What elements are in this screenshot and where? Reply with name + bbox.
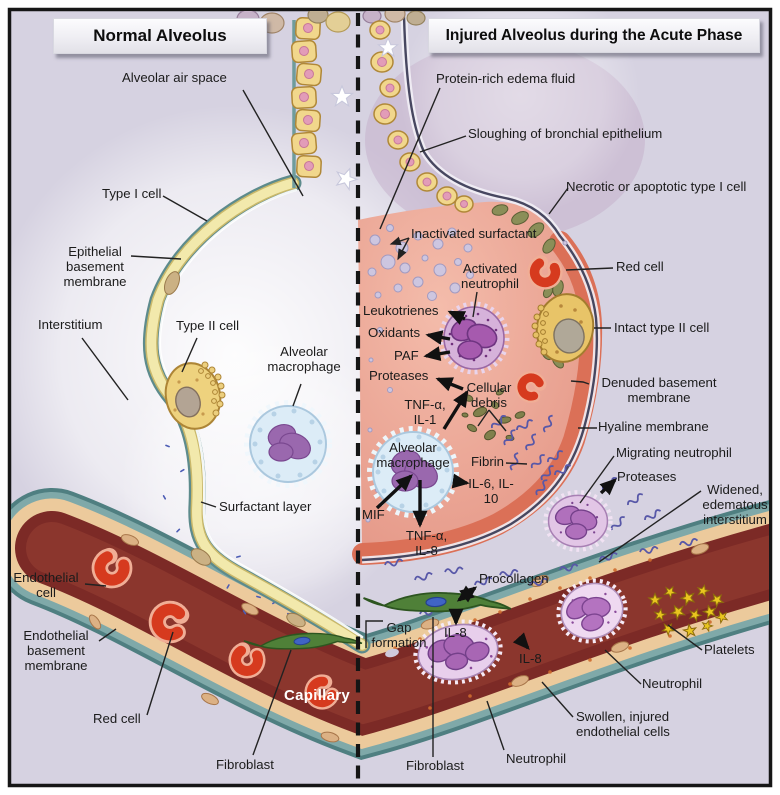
label-oxidants: Oxidants <box>368 325 421 340</box>
intact-type-ii-cell <box>531 293 595 363</box>
label-platelets: Platelets <box>704 642 755 657</box>
label-procollagen: Procollagen <box>479 571 549 586</box>
label-migrating-neutrophil: Migrating neutrophil <box>616 445 732 460</box>
label-swollen-endothelial-cells: Swollen, injured endothelial cells <box>576 709 670 739</box>
denuded-basement-membrane-line <box>361 15 599 562</box>
label-fibrin: Fibrin <box>471 454 504 469</box>
label-type-ii-cell: Type II cell <box>176 318 240 333</box>
migrating-neutrophil-cell <box>543 490 613 552</box>
label-type-i-cell: Type I cell <box>102 186 162 201</box>
type-ii-cell-left <box>164 361 226 430</box>
label-activated-neutrophil: Activated neutrophil <box>461 261 519 291</box>
label-fibroblast-left: Fibroblast <box>216 757 274 772</box>
label-alveolar-macrophage-left: Alveolar macrophage <box>267 344 341 374</box>
sloughing-cell-nuclei <box>375 25 468 208</box>
label-capillary: Capillary <box>284 687 351 704</box>
label-alveolar-air-space: Alveolar air space <box>122 70 227 85</box>
fibroblast-left <box>243 632 363 650</box>
label-protein-rich-edema-fluid: Protein-rich edema fluid <box>436 71 576 86</box>
label-gap-formation: Gap formation <box>371 620 427 650</box>
label-neutrophil-migrating: Neutrophil <box>506 751 567 766</box>
mediator-arrows <box>375 310 617 651</box>
panel-title-injured: Injured Alveolus during the Acute Phase <box>428 18 760 53</box>
label-alveolar-macrophage-right: Alveolar macrophage <box>376 440 450 470</box>
label-intact-type-ii-cell: Intact type II cell <box>614 320 710 335</box>
label-hyaline-membrane: Hyaline membrane <box>598 419 709 434</box>
hyaline-membrane-band <box>352 231 603 565</box>
label-red-cell-left: Red cell <box>93 711 141 726</box>
label-mif: MIF <box>362 507 385 522</box>
label-tnf-alpha-il-1: TNF-α, IL-1 <box>404 397 446 427</box>
label-surfactant-layer: Surfactant layer <box>219 499 312 514</box>
endothelial-cell-nuclei <box>88 534 710 743</box>
label-necrotic-type-i-cell: Necrotic or apoptotic type I cell <box>566 179 747 194</box>
label-interstitium: Interstitium <box>38 317 103 332</box>
alveolar-macrophage-left <box>244 400 332 488</box>
label-il-6-il-10: IL-6, IL-10 <box>468 476 514 506</box>
neutrophil-transmigrating <box>413 619 503 685</box>
label-widened-interstitium: Widened, edematous interstitium <box>702 482 768 527</box>
panel-title-normal: Normal Alveolus <box>53 18 267 54</box>
label-endothelial-basement-membrane: Endothelial basement membrane <box>23 628 89 673</box>
label-denuded-basement-membrane: Denuded basement membrane <box>601 375 717 405</box>
label-proteases-migrating: Proteases <box>617 469 677 484</box>
label-inactivated-surfactant: Inactivated surfactant <box>411 226 537 241</box>
sloughing-cells <box>369 20 474 213</box>
label-il-8-capillary: IL-8 <box>519 651 542 666</box>
label-proteases-neutrophil: Proteases <box>369 368 429 383</box>
label-tnf-alpha-il-8: TNF-α, IL-8 <box>405 528 448 558</box>
label-il-8-fibroblast: IL-8 <box>444 625 467 640</box>
label-cellular-debris: Cellular debris <box>466 380 512 410</box>
bronchial-epithelium-left <box>290 16 361 192</box>
label-epithelial-basement-membrane: Epithelial basement membrane <box>63 244 127 289</box>
gap-formation-bracket <box>365 620 383 648</box>
type-i-cell-nuclei <box>163 271 306 628</box>
capillary-vessel <box>11 488 769 761</box>
label-endothelial-cell: Endothelial cell <box>13 570 79 600</box>
leader-lines <box>81 87 703 757</box>
label-fibroblast-right: Fibroblast <box>406 758 464 773</box>
label-neutrophil-capillary: Neutrophil <box>642 676 703 691</box>
label-leukotrienes: Leukotrienes <box>363 303 439 318</box>
label-paf: PAF <box>394 348 419 363</box>
label-sloughing: Sloughing of bronchial epithelium <box>468 126 663 141</box>
neutrophil-in-capillary <box>556 578 628 644</box>
label-red-cell-right: Red cell <box>616 259 664 274</box>
